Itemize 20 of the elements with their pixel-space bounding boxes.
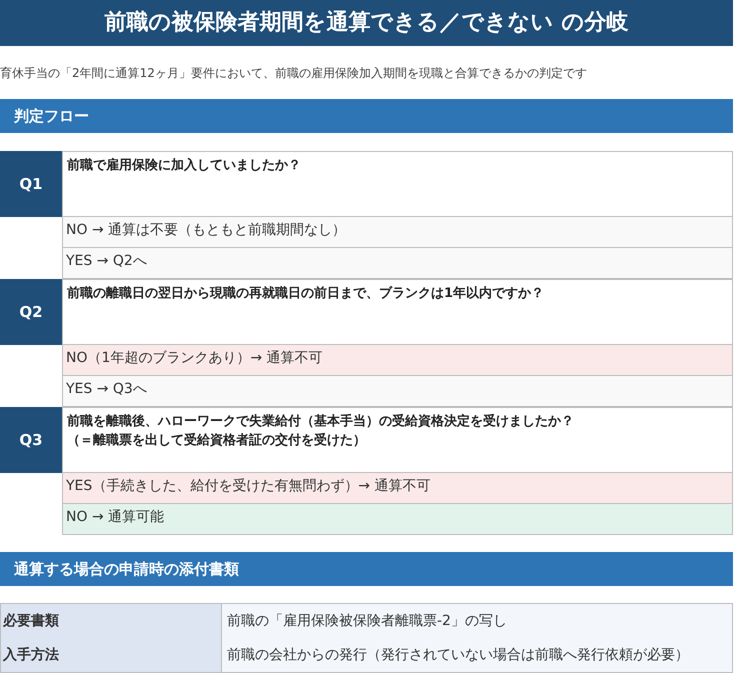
table-header-cell: 必要書類 [0,603,222,639]
answer-row: NO → 通算は不要（もともと前職期間なし） [62,217,733,248]
question-box: 前職を離職後、ハローワークで失業給付（基本手当）の受給資格決定を受けましたか？ （＝離職票を出して受給資格者証の交付を受けた） [62,407,733,473]
question-number: Q3 [0,407,62,473]
page-title: 前職の被保険者期間を通算できる／できない の分岐 [0,0,733,46]
question-box: 前職で雇用保険に加入していましたか？ [62,151,733,217]
answer-row: NO → 通算可能 [62,504,733,535]
table-cell: 前職の会社からの発行（発行されていない場合は前職へ発行依頼が必要） [222,638,733,673]
description-text: 育休手当の「2年間に通算12ヶ月」要件において、前職の雇用保険加入期間を現職と合算できるかの判定です [0,65,587,82]
question-number: Q1 [0,151,62,217]
section-header: 判定フロー [0,99,733,133]
table-header-cell: 入手方法 [0,638,222,673]
question-box: 前職の離職日の翌日から現職の再就職日の前日まで、ブランクは1年以内ですか？ [62,279,733,345]
answer-row: YES → Q3へ [62,376,733,407]
question-number: Q2 [0,279,62,345]
answer-row: YES → Q2へ [62,248,733,279]
answer-row: NO（1年超のブランクあり）→ 通算不可 [62,345,733,376]
section-header: 通算する場合の申請時の添付書類 [0,552,733,586]
answer-row: YES（手続きした、給付を受けた有無問わず）→ 通算不可 [62,473,733,504]
table-cell: 前職の「雇用保険被保険者離職票-2」の写し [222,603,733,639]
